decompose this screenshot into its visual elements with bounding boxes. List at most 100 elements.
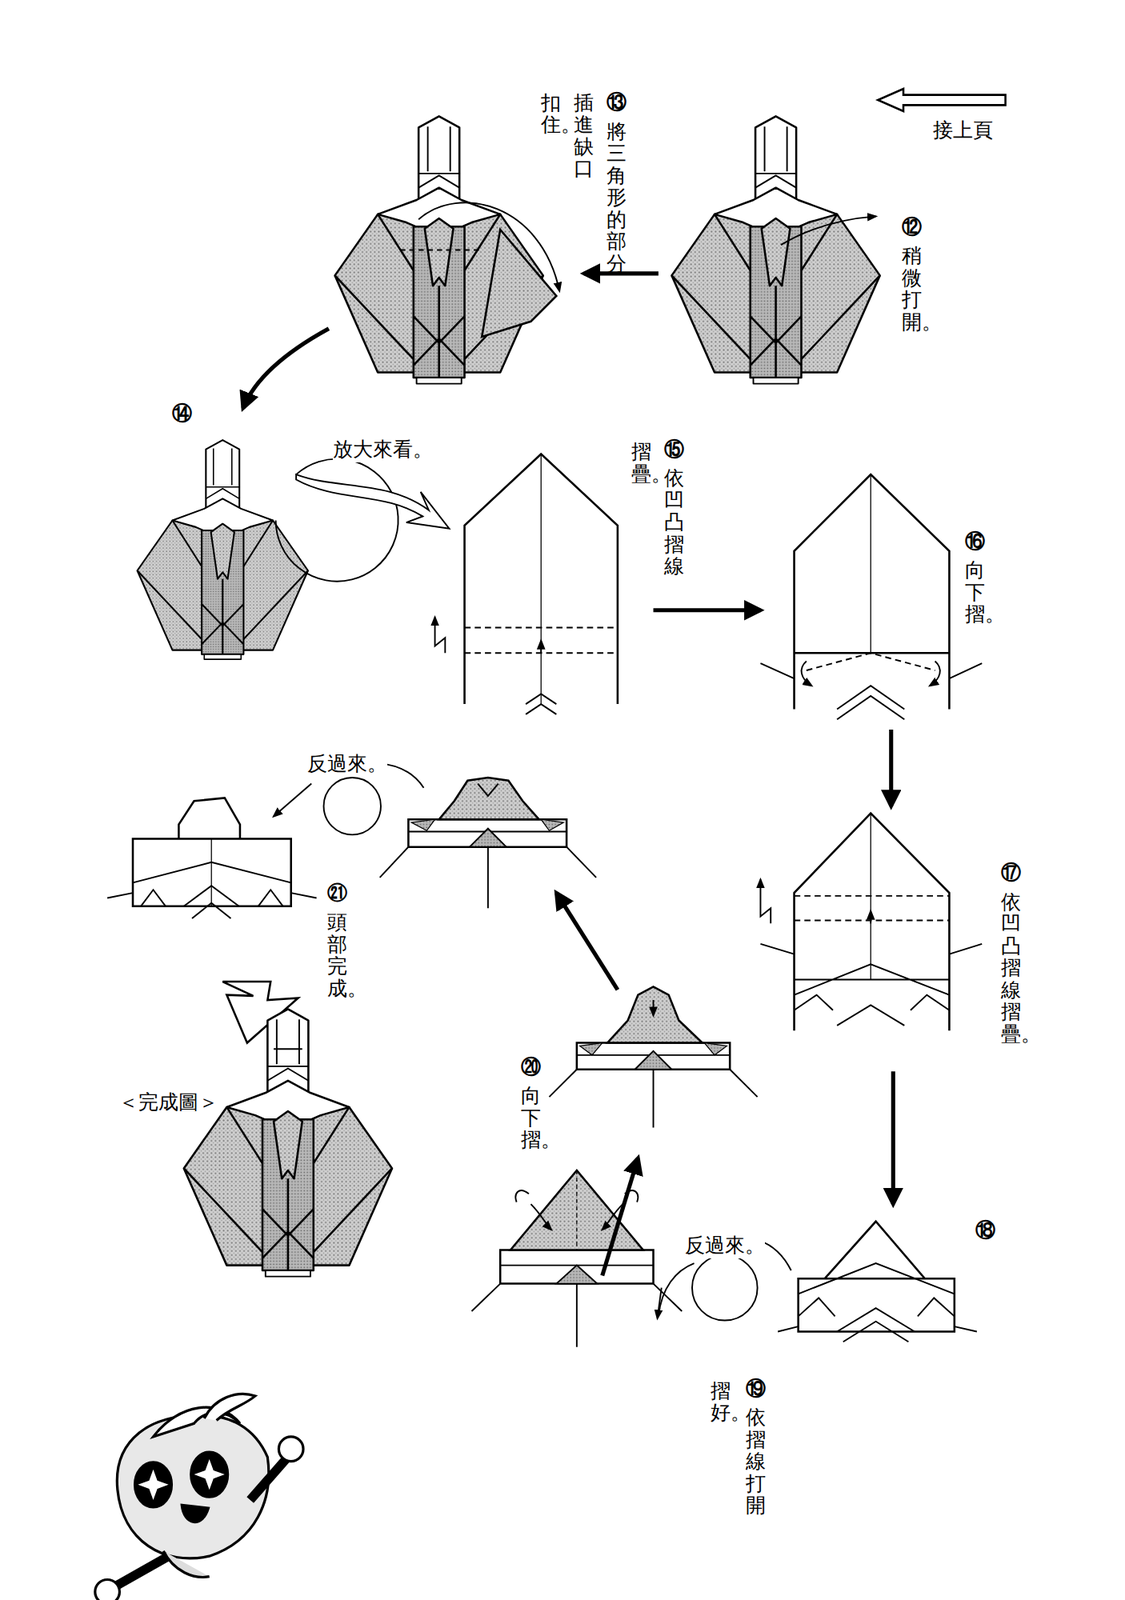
- drawing-part: [178, 797, 241, 839]
- instruction-text: 反過來。: [684, 1232, 765, 1259]
- instruction-column: 向下摺。: [964, 559, 985, 626]
- head-detail: [548, 986, 757, 1128]
- head-detail: [435, 454, 618, 715]
- drawing-part: [556, 1265, 597, 1285]
- drawing-part: [760, 944, 982, 955]
- flip-circle: [692, 1255, 758, 1322]
- step-number: ⑭: [172, 400, 193, 427]
- insert-arrow: [418, 202, 560, 291]
- drawing-part: [843, 1321, 909, 1343]
- drawing-part: [435, 617, 446, 654]
- instruction-text: 反過來。: [307, 750, 388, 777]
- head-detail: [107, 797, 317, 919]
- drawing-part: [95, 1579, 121, 1600]
- drawing-part: [760, 663, 982, 679]
- instruction-text: ＜完成圖＞: [118, 1088, 219, 1116]
- head-detail: [760, 474, 982, 720]
- drawing-part: [929, 661, 941, 687]
- drawing-part: [408, 819, 567, 847]
- instruction-column: 將三角形的部分: [606, 120, 627, 276]
- zoom-arrow: [296, 474, 449, 529]
- head-detail: [471, 1170, 682, 1348]
- drawing-part: [132, 838, 292, 906]
- instruction-text: 放大來看。: [332, 436, 433, 463]
- step-number: ⑯: [964, 528, 985, 555]
- drawing-part: [181, 1505, 209, 1522]
- robe-figure: [671, 116, 880, 384]
- instruction-column: 稍微打開。: [901, 244, 922, 333]
- drawing-part: [525, 693, 557, 715]
- drawing-part: [794, 964, 950, 1026]
- drawing-part: [439, 777, 540, 820]
- head-detail: [380, 777, 597, 909]
- drawing-part: [824, 1221, 925, 1279]
- drawing-part: [469, 828, 507, 848]
- step-number: ⑫: [901, 213, 922, 241]
- drawing-part: [836, 685, 905, 720]
- drawing-part: [760, 879, 771, 924]
- robe-figure: [184, 1008, 393, 1277]
- instruction-column: 摺疊。: [631, 440, 652, 485]
- step-arrow: [891, 1071, 896, 1205]
- drawing-part: [576, 1170, 577, 1250]
- drawing-part: [794, 474, 950, 709]
- instruction-column: 依摺線打開: [745, 1406, 766, 1518]
- drawing-part: [806, 652, 936, 671]
- instruction-column: 向下摺。: [520, 1084, 541, 1152]
- drawing-part: [540, 454, 542, 705]
- drawing-part: [798, 1278, 955, 1332]
- drawing-part: [107, 892, 317, 898]
- drawing-part: [870, 474, 872, 653]
- step-arrow: [556, 892, 618, 990]
- drawing-part: [250, 1459, 287, 1501]
- instruction-column: 依凹凸摺線: [664, 467, 685, 578]
- drawing-part: [794, 652, 950, 655]
- instruction-text: 接上頁: [932, 116, 993, 144]
- drawing-part: [191, 1452, 229, 1498]
- drawing-part: [635, 1051, 673, 1070]
- robe-figure: [137, 440, 309, 660]
- drawing-part: [801, 661, 813, 687]
- drawing-part: [530, 1204, 552, 1230]
- step-number: ⑱: [975, 1217, 996, 1244]
- drawing-part: [278, 1437, 304, 1462]
- drawing-part: [211, 838, 213, 906]
- instruction-column: 扣住。: [540, 92, 561, 137]
- step-arrow: [888, 729, 893, 807]
- drawing-part: [652, 1000, 655, 1016]
- head-detail: [760, 813, 982, 1032]
- instruction-column: 依凹凸摺線摺疊。: [1000, 891, 1021, 1046]
- drawing-part: [515, 1190, 638, 1202]
- continue-arrow: [877, 88, 1005, 112]
- drawing-part: [137, 1469, 169, 1501]
- drawing-part: [471, 1284, 682, 1348]
- drawing-part: [777, 1326, 977, 1332]
- fold-line: [400, 249, 480, 252]
- flip-arrowhead: [657, 1288, 662, 1319]
- instruction-column: 頭部完成。: [327, 911, 348, 1000]
- head-band: [273, 1048, 303, 1050]
- drawing-part: [464, 627, 618, 653]
- drawing-part: [477, 784, 499, 797]
- mascot: [95, 1393, 304, 1600]
- step-arrow: [602, 1158, 639, 1277]
- drawing-part: [540, 640, 542, 653]
- instruction-column: 插進缺口: [573, 92, 594, 181]
- flip-arrowhead: [273, 784, 312, 817]
- step-number: ⑮: [664, 436, 685, 463]
- drawing-part: [380, 847, 597, 909]
- drawing-part: [132, 862, 292, 907]
- drawing-part: [204, 1393, 256, 1421]
- drawing-part: [194, 1459, 225, 1490]
- step-number: ⑳: [520, 1053, 541, 1081]
- step-number: ⑲: [745, 1375, 766, 1402]
- drawing-part: [114, 1556, 169, 1587]
- zoom-circle: [276, 459, 399, 582]
- head-detail: [777, 1221, 977, 1343]
- drawing-part: [794, 813, 950, 1032]
- step-number: ⑬: [606, 88, 627, 116]
- drawing-part: [116, 1416, 269, 1559]
- drawing-part: [500, 1250, 653, 1285]
